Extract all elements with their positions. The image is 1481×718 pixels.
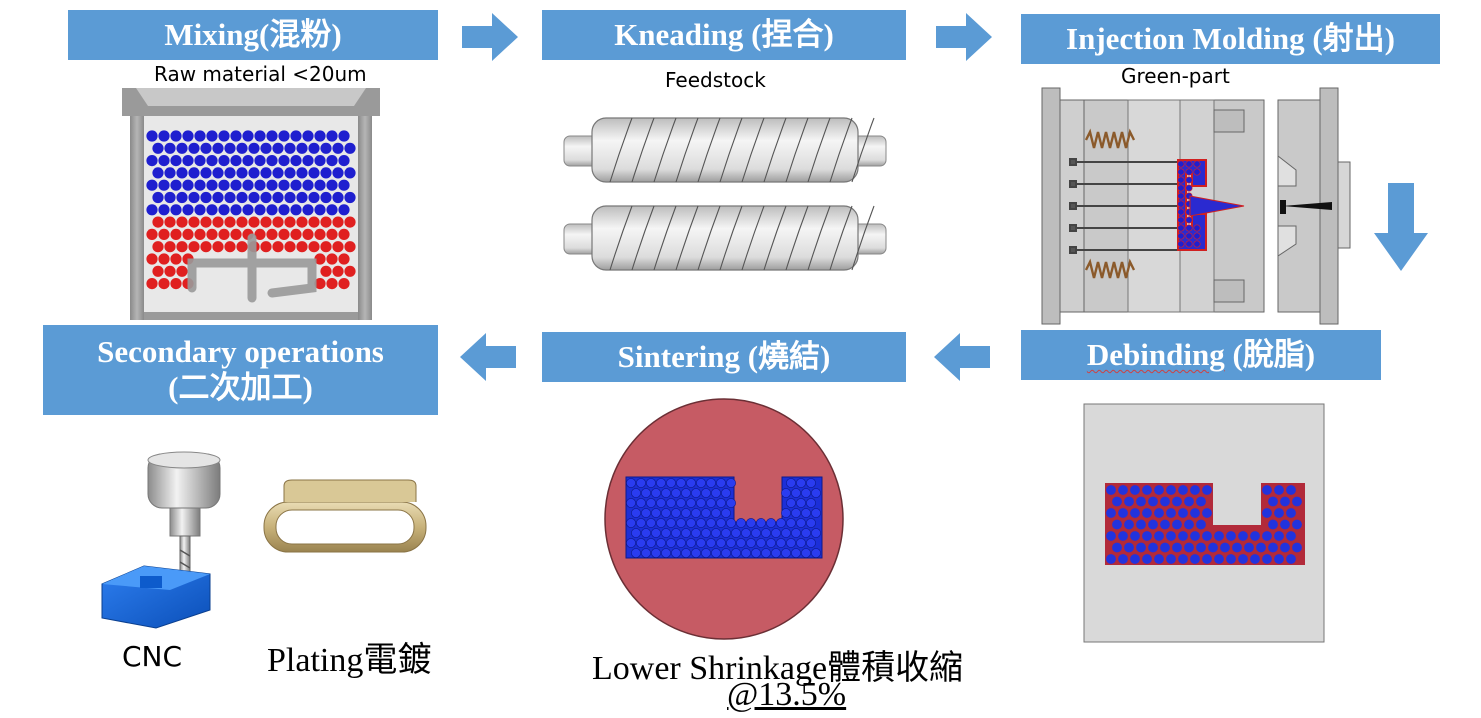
injection-title: Injection Molding (射出) [1021, 14, 1440, 64]
sintering-title-text: Sintering (燒結) [617, 339, 831, 375]
kneading-caption: Feedstock [665, 68, 766, 92]
secondary-title: Secondary operations (二次加工) [43, 325, 438, 415]
sintering-title: Sintering (燒結) [542, 332, 906, 382]
secondary-title-line2: (二次加工) [168, 370, 313, 405]
down-arrow-icon [1374, 183, 1428, 271]
sintering-caption-line1: Lower Shrinkage體積收縮 [592, 650, 964, 687]
debinding-title-text: Debinding (脫脂) [1087, 337, 1315, 373]
cnc-label: CNC [122, 640, 183, 673]
left-arrow-icon [934, 333, 990, 381]
mixing-title-text: Mixing(混粉) [164, 17, 342, 53]
lower-roller [563, 205, 887, 271]
plating-label: Plating電鍍 [267, 642, 432, 679]
injection-caption: Green-part [1121, 64, 1230, 88]
kneading-rollers-icon [563, 117, 887, 271]
secondary-title-line1: Secondary operations [97, 334, 384, 370]
sintered-part-icon [604, 398, 844, 640]
debinding-title-rest: (脫脂) [1224, 337, 1316, 373]
right-arrow-icon [936, 13, 992, 61]
green-part [1177, 159, 1245, 251]
injection-mold-icon [1041, 87, 1351, 325]
upper-roller [563, 117, 887, 183]
mixing-caption: Raw material <20um [154, 62, 367, 86]
debinding-title: Debinding (脫脂) [1021, 330, 1381, 380]
plated-ring-icon [263, 479, 427, 553]
mixer-icon [122, 88, 380, 320]
right-arrow-icon [462, 13, 518, 61]
left-arrow-icon [460, 333, 516, 381]
kneading-title-text: Kneading (捏合) [614, 17, 834, 53]
injection-title-text: Injection Molding (射出) [1066, 21, 1395, 57]
cnc-mill-icon [101, 451, 221, 629]
mixing-title: Mixing(混粉) [68, 10, 438, 60]
debinded-part-icon [1083, 403, 1325, 643]
sintering-caption-line2: @13.5% [727, 676, 847, 713]
kneading-title: Kneading (捏合) [542, 10, 906, 60]
debinding-title-word: Debinding [1086, 337, 1225, 373]
